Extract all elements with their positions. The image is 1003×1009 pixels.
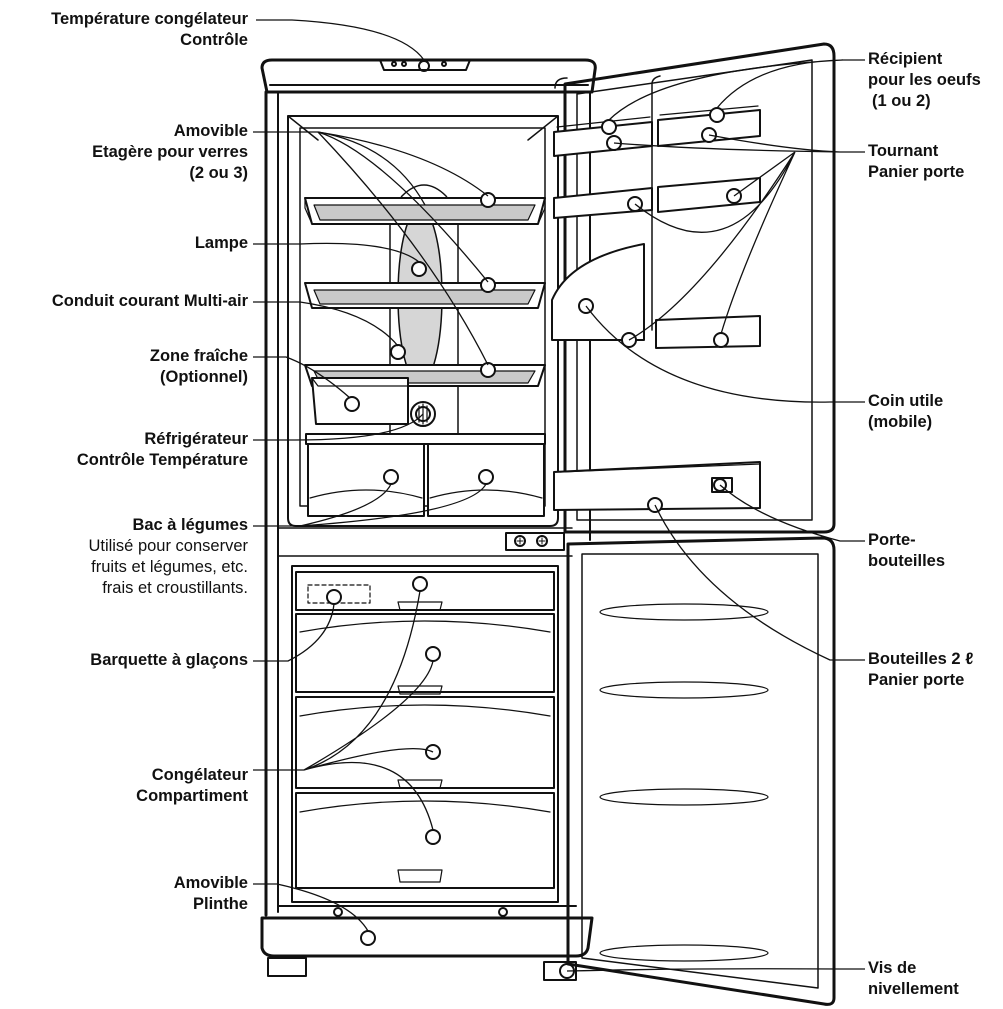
label-fresh-zone: Zone fraîche(Optionnel) (149, 347, 248, 386)
label-useful-corner: Coin utile(mobile) (868, 392, 944, 431)
label-bottle-holder: Porte-bouteilles (868, 531, 946, 570)
plinth (260, 905, 594, 981)
fridge-door (551, 42, 836, 534)
label-multi-air-duct: Conduit courant Multi-air (51, 292, 248, 310)
fridge-cabinet (260, 58, 597, 917)
label-ice-tray: Barquette à glaçons (90, 651, 248, 669)
freezer-compartment (291, 565, 559, 903)
freezer-door (566, 536, 836, 1006)
label-lamp: Lampe (194, 234, 248, 252)
label-vegetable-crisper: Bac à légumes Utilisé pour conserver fru… (88, 516, 248, 597)
leader-lines (253, 19, 865, 972)
